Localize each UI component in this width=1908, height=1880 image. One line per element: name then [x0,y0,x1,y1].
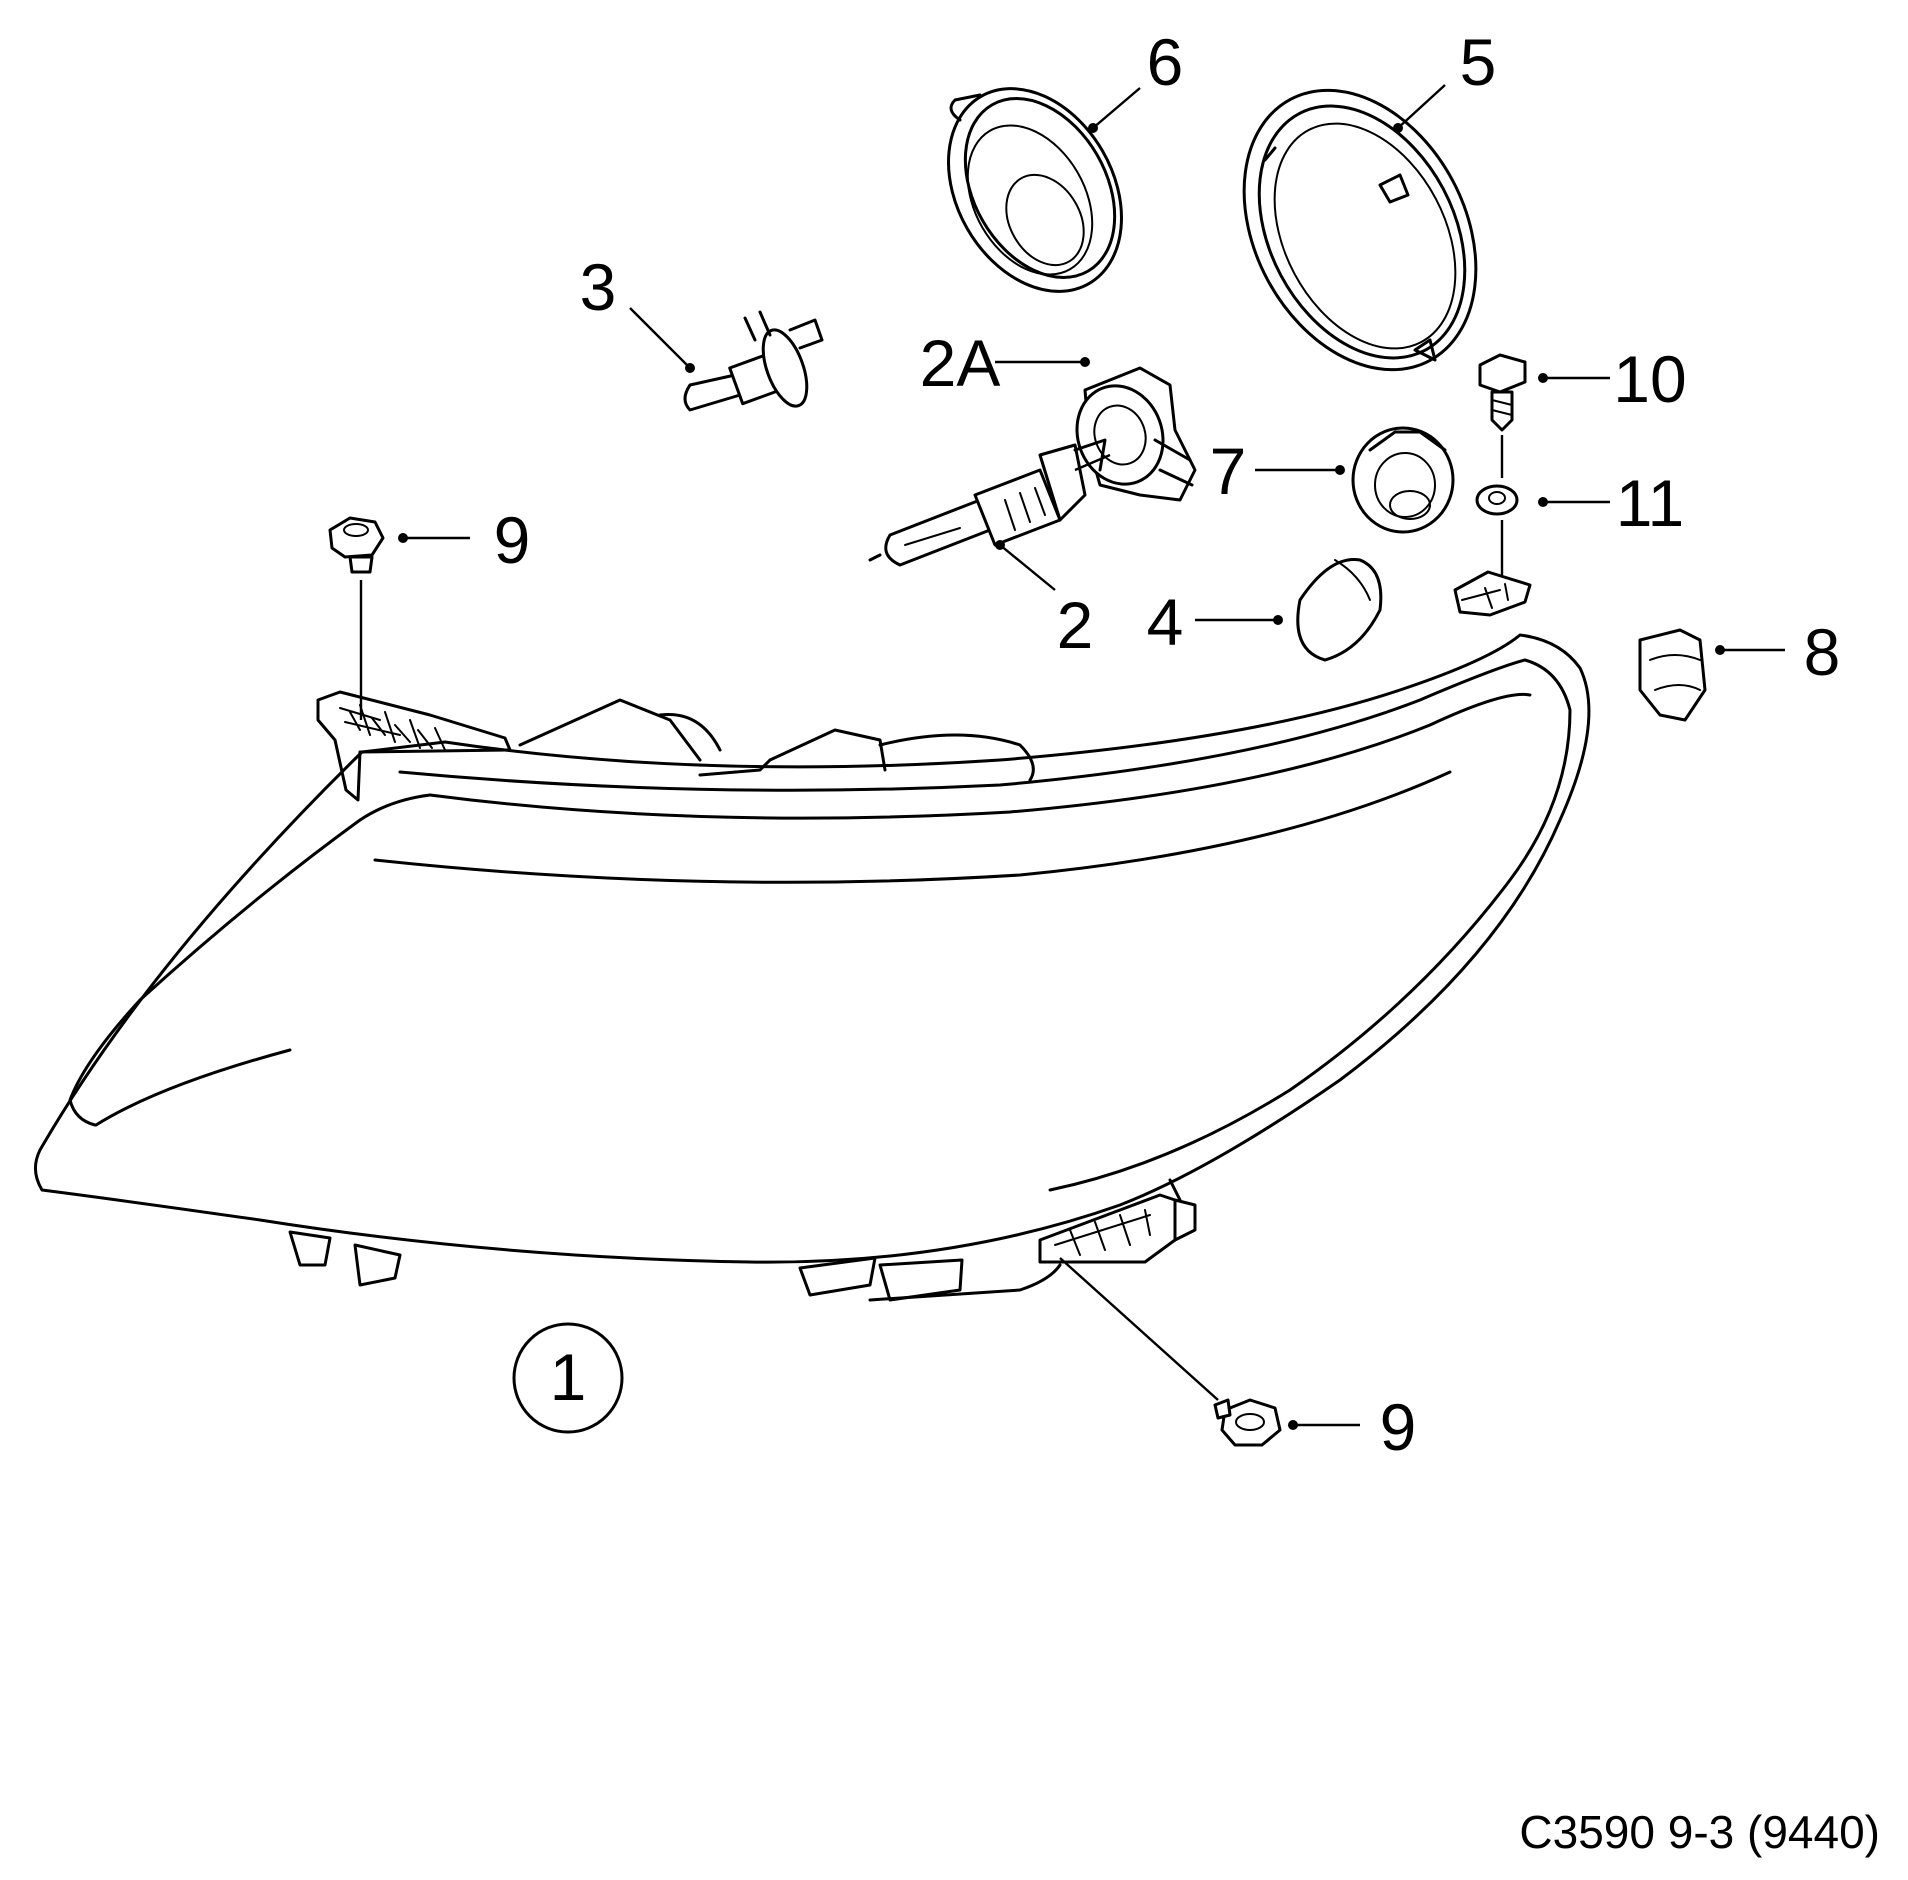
callout-1: 1 [512,1322,624,1434]
callout-label-1: 1 [550,1340,587,1414]
drawing-code: C3590 9-3 (9440) [1519,1806,1880,1858]
screw-10 [1478,353,1527,432]
callout-label-10: 10 [1613,342,1686,416]
bulb-2 [868,438,1111,567]
screw-9-top [328,516,385,574]
bulb-3 [683,310,824,412]
callout-label-11: 11 [1616,466,1685,540]
callout-label-4: 4 [1147,585,1184,659]
callout-label-7: 7 [1210,434,1247,508]
bulb-4 [1296,558,1383,662]
clip-8 [1638,628,1707,722]
socket-7 [1351,426,1455,534]
callout-label-9-top: 9 [494,503,531,577]
callout-label-9-bottom: 9 [1380,1390,1417,1464]
callout-label-8: 8 [1804,615,1841,689]
callout-label-3: 3 [580,250,617,324]
nut-11 [1475,484,1519,516]
bulb-holder-2a [1075,366,1197,502]
callout-label-2: 2 [1057,588,1094,662]
cover-6 [947,87,1123,293]
callout-label-6: 6 [1147,25,1184,99]
screw-9-bottom [1213,1398,1282,1447]
callout-label-5: 5 [1460,25,1497,99]
headlamp-assembly [34,570,1591,1302]
cover-5 [1242,88,1478,372]
callout-label-2a: 2A [920,326,1001,400]
